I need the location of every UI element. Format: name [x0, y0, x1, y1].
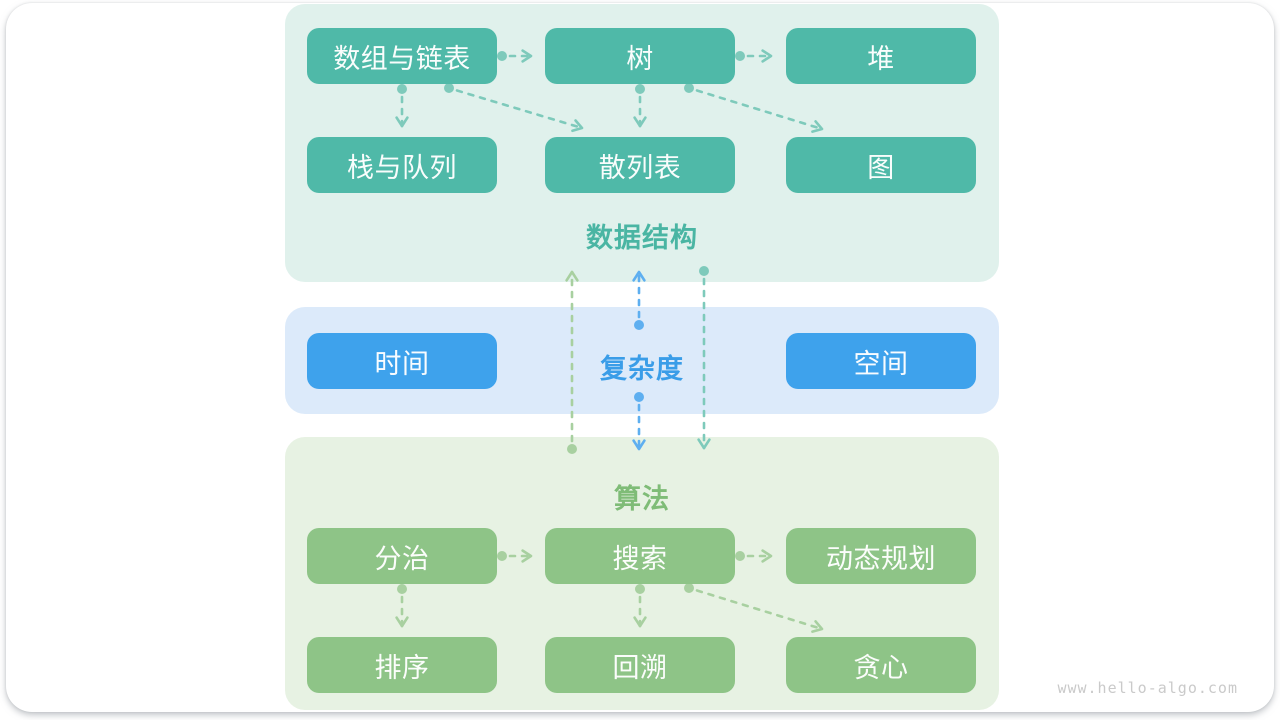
node-space-complexity: 空间 — [786, 333, 976, 389]
node-search: 搜索 — [545, 528, 735, 584]
node-dynamic-programming: 动态规划 — [786, 528, 976, 584]
node-hash-table: 散列表 — [545, 137, 735, 193]
node-divide-conquer: 分治 — [307, 528, 497, 584]
data-structures-title: 数据结构 — [586, 223, 698, 253]
node-stack-queue: 栈与队列 — [307, 137, 497, 193]
watermark-url: www.hello-algo.com — [1057, 679, 1238, 697]
node-graph: 图 — [786, 137, 976, 193]
complexity-title: 复杂度 — [600, 354, 684, 384]
node-heap: 堆 — [786, 28, 976, 84]
node-sorting: 排序 — [307, 637, 497, 693]
algorithms-title: 算法 — [614, 484, 670, 514]
node-greedy: 贪心 — [786, 637, 976, 693]
node-backtracking: 回溯 — [545, 637, 735, 693]
node-arrays-linked-lists: 数组与链表 — [307, 28, 497, 84]
node-time-complexity: 时间 — [307, 333, 497, 389]
node-tree: 树 — [545, 28, 735, 84]
